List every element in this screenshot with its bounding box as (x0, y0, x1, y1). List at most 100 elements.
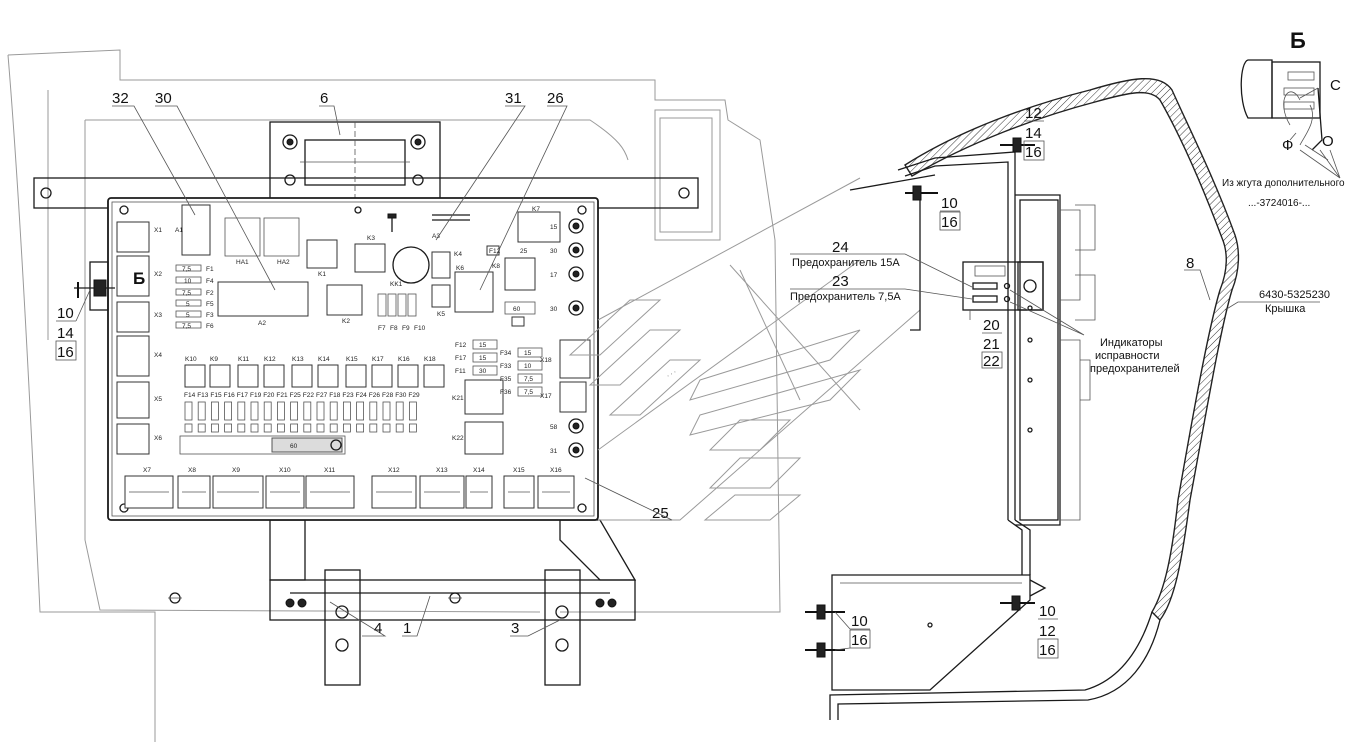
annotations: Предохранитель 15А Предохранитель 7,5А И… (790, 77, 1345, 375)
fuse-label: F27 (316, 392, 328, 399)
fuse-label: F18 (329, 392, 341, 399)
fuse (408, 401, 417, 421)
fuse (472, 352, 498, 363)
fuse (210, 401, 219, 421)
fuse-label: F9 (402, 325, 410, 332)
callout-6: 6 (320, 90, 328, 107)
fuse-label: F1 (206, 266, 214, 273)
relay (184, 364, 206, 388)
label-r25: 25 (520, 248, 528, 255)
fuse-label: F26 (369, 392, 381, 399)
connector-label: X5 (154, 396, 162, 403)
fuse-socket (369, 423, 378, 433)
fuse-socket (237, 423, 246, 433)
fuse-label: F11 (455, 368, 466, 375)
fuse-socket (303, 423, 312, 433)
fuse-label: F2 (206, 290, 214, 297)
top-bracket (269, 121, 441, 210)
terminal-nut (572, 270, 580, 278)
relay (291, 364, 313, 388)
fuse-label: F33 (500, 363, 512, 370)
annotation-fuse15: Предохранитель 15А (792, 257, 900, 269)
fuse (237, 401, 246, 421)
stack-item: 16 (1039, 642, 1056, 659)
fuse-label: F24 (356, 392, 368, 399)
fuse-label: F5 (206, 301, 214, 308)
fuse-label: F34 (500, 350, 512, 357)
stack-item: 12 (1039, 623, 1056, 640)
fuse-label: F36 (500, 389, 512, 396)
relay (237, 364, 259, 388)
connector-label: X3 (154, 312, 162, 319)
fuse-socket (290, 423, 299, 433)
relay (263, 364, 285, 388)
connector-label: X14 (473, 467, 485, 474)
label-k4: K4 (454, 251, 462, 258)
relay (397, 364, 419, 388)
connector-label: X13 (436, 467, 448, 474)
fuse (517, 360, 543, 371)
label-k2: K2 (342, 318, 350, 325)
stack-item: 16 (57, 344, 74, 361)
fuse-rating: 5 (186, 301, 190, 308)
fuse-label: F3 (206, 312, 214, 319)
fuse (472, 365, 498, 376)
fuse-label: F25 (290, 392, 302, 399)
fuse-rating: 7,5 (182, 323, 191, 330)
fuse (263, 401, 272, 421)
annotation-indicators-2: исправности (1095, 350, 1160, 362)
callout-26: 26 (547, 90, 564, 107)
fuse-label: F17 (237, 392, 249, 399)
relay (423, 364, 445, 388)
fuse-socket (263, 423, 272, 433)
side-marker: Б (133, 269, 145, 288)
fuse-socket (329, 423, 338, 433)
fuse-rating: 10 (184, 278, 192, 285)
fuse (356, 401, 365, 421)
terminal-bolt (568, 242, 584, 258)
stack-item: 12 (1025, 105, 1042, 122)
connector-label: X6 (154, 435, 162, 442)
side-view (805, 78, 1240, 720)
callout-23: 23 (832, 273, 849, 290)
fuse-label: F22 (303, 392, 315, 399)
connector-label: X11 (324, 467, 335, 474)
stack-item: 16 (941, 214, 958, 231)
fuse-socket (342, 423, 351, 433)
fuse (197, 401, 206, 421)
label-k21: K21 (452, 395, 464, 402)
fuse-rating: 15 (479, 342, 487, 349)
relay (317, 364, 339, 388)
callouts: 32 30 6 31 26 25 4 1 3 8 24 23 10 14 16 … (55, 90, 1194, 659)
label-x18: X18 (540, 357, 552, 364)
label-k3: K3 (367, 235, 375, 242)
terminal-bolt (568, 218, 584, 234)
callout-24: 24 (832, 239, 849, 256)
stack-item: 21 (983, 336, 1000, 353)
connector-label: X8 (188, 467, 196, 474)
fuse (517, 386, 543, 397)
relay-label: K10 (185, 356, 197, 363)
fuse-socket (395, 423, 404, 433)
fuse-rating: 7,5 (524, 389, 533, 396)
stack-top-b: 10 16 (939, 195, 961, 231)
fuse-rating: 7,5 (182, 266, 191, 273)
stack-item: 14 (1025, 125, 1042, 142)
terminal-rating: 31 (550, 448, 558, 455)
callout-1: 1 (403, 620, 411, 637)
label-kk1: KK1 (390, 281, 403, 288)
callout-30: 30 (155, 90, 172, 107)
callout-3: 3 (511, 620, 519, 637)
connector-label: X7 (143, 467, 151, 474)
fuse-label: F30 (395, 392, 407, 399)
stack-item: 16 (851, 632, 868, 649)
stack-fuse: 20 21 22 (981, 317, 1003, 370)
mounting-block: A1 A2 HA1 HA2 K1 K2 K3 A3 K4 K5 KK1 K6 K… (107, 197, 599, 521)
relay-label: K11 (238, 356, 249, 363)
fuse-rating: 7,5 (524, 376, 533, 383)
fuse (395, 401, 404, 421)
terminal-nut (572, 304, 580, 312)
terminal-rating: 15 (550, 224, 558, 231)
label-x17: X17 (540, 393, 552, 400)
